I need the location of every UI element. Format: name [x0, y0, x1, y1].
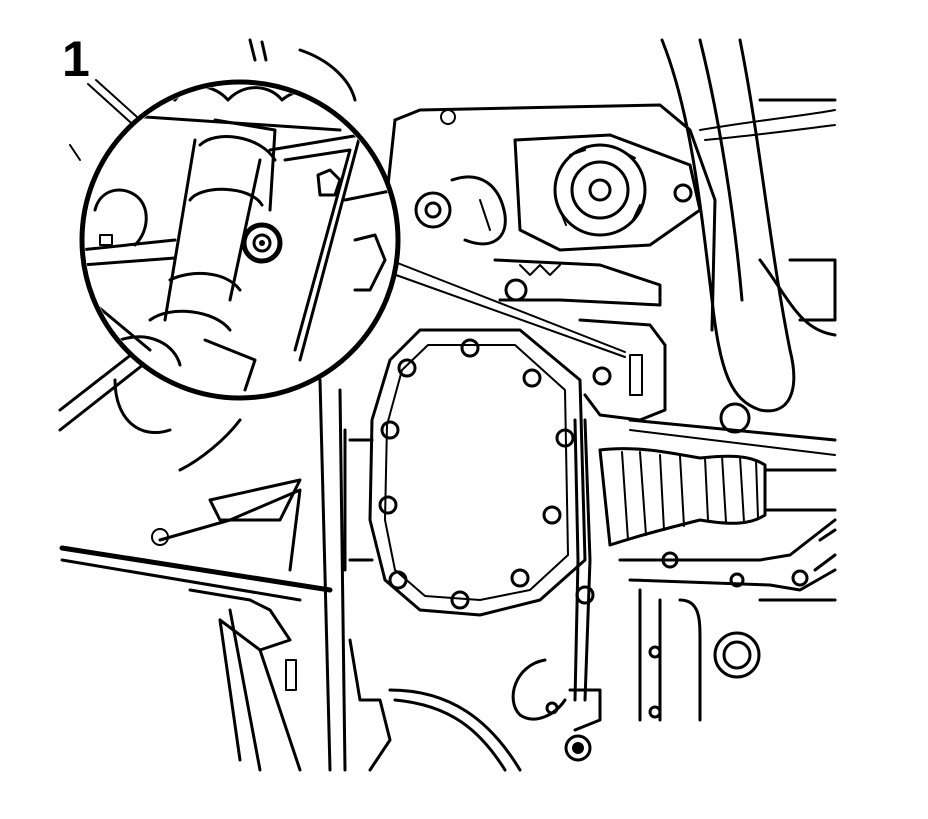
differential-cover	[343, 328, 595, 617]
callout-number-label: 1	[62, 31, 90, 87]
sensor-harness	[511, 418, 602, 762]
detail-magnifier	[79, 79, 401, 401]
cover-bolts	[378, 338, 595, 610]
upper-actuator-assembly	[414, 133, 751, 434]
axle-boot	[598, 418, 837, 547]
lower-right-subframe	[618, 518, 837, 722]
underbody-structure	[58, 38, 837, 772]
